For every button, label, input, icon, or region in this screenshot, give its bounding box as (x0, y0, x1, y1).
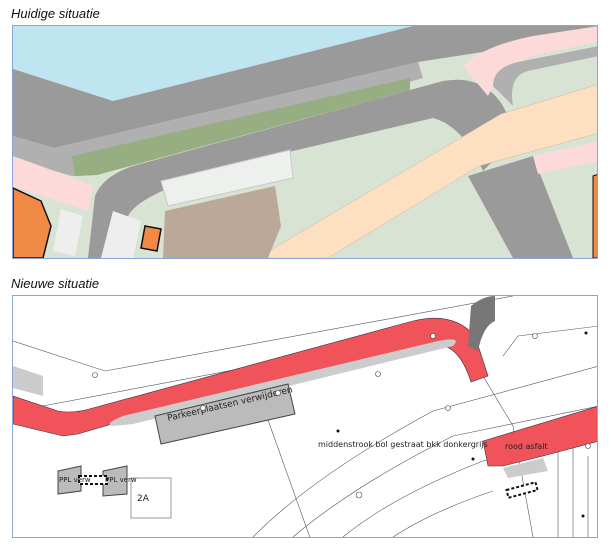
building (13, 187, 52, 258)
red-asphalt-road-2 (482, 406, 597, 467)
main-road (88, 79, 518, 258)
brown-plot (163, 186, 281, 258)
map-current-situation (12, 25, 598, 259)
water (13, 26, 413, 101)
median-strip (109, 339, 456, 426)
building (592, 174, 597, 258)
parking-removed-area (154, 383, 296, 445)
quay-road (13, 26, 597, 148)
caption-current-situation: Huidige situatie (11, 6, 100, 21)
label-ppl-2: PPL verw (105, 476, 137, 484)
label-ppl-1: PPL verw (59, 476, 91, 484)
label-median: middenstrook bol gestraat bkk donkergrij… (318, 440, 488, 449)
label-red-asphalt: rood asfalt (505, 442, 548, 451)
white-plot (160, 149, 294, 207)
side-road (468, 156, 573, 258)
map-new-situation: Parkeerplaatsen verwijderen middenstrook… (12, 295, 598, 538)
peach-road (256, 84, 597, 258)
building (140, 225, 162, 252)
red-asphalt-road (13, 317, 489, 437)
label-house-number: 2A (137, 494, 150, 504)
caption-new-situation: Nieuwe situatie (11, 276, 100, 291)
green-strip (72, 78, 410, 176)
